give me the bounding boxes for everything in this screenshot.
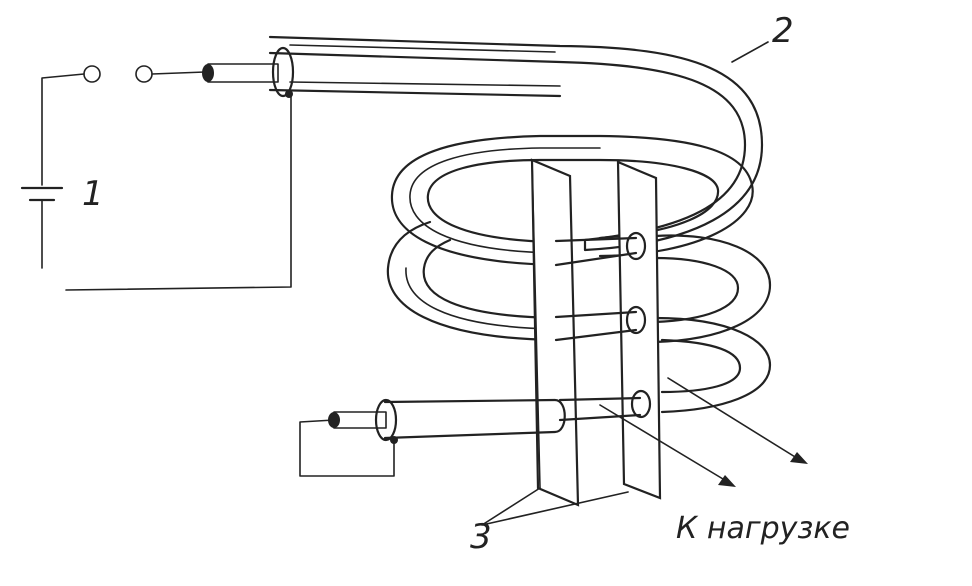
load-arrow-upper <box>790 452 808 464</box>
upper-tube-collar <box>271 46 295 98</box>
rod-middle <box>554 310 638 342</box>
wire-ground-return <box>65 93 292 291</box>
coil-turn-1-inner <box>426 158 720 244</box>
rod-lower-collar <box>630 389 652 419</box>
leader-label-3 <box>481 487 629 526</box>
coil-turn-2-right-outer <box>653 234 772 344</box>
battery-circuit <box>20 65 292 291</box>
label-tube-number: 2 <box>772 11 794 51</box>
upper-tube-inner-line-b <box>289 81 561 87</box>
coil-turn-1-mid <box>409 147 601 254</box>
coil-turn-2-outer <box>386 220 557 342</box>
rod-lower <box>558 396 642 422</box>
rod-upper <box>554 236 638 267</box>
plates <box>530 158 662 507</box>
connecting-rods <box>554 231 652 422</box>
label-to-load: К нагрузке <box>676 511 850 546</box>
upper-conductor-tip <box>202 64 214 82</box>
lower-tube-end <box>299 398 566 477</box>
lower-tube-collar <box>374 398 398 442</box>
plate-right <box>616 160 662 500</box>
load-leads <box>599 377 808 487</box>
wire-battery-top <box>41 73 85 186</box>
rod-upper-collar <box>625 231 647 261</box>
upper-tube-outer <box>268 88 562 98</box>
rod-middle-collar <box>625 305 647 335</box>
upper-tube-inner-line-a <box>289 44 556 53</box>
lower-inner-conductor <box>333 411 387 429</box>
coil <box>386 134 772 414</box>
upper-ground-clamp <box>285 90 293 98</box>
coil-turn-2-inner <box>422 238 557 320</box>
load-arrow-lower <box>718 475 736 487</box>
upper-tube-end <box>202 35 764 252</box>
leader-label-2 <box>731 41 769 63</box>
wire-terminal-to-tube <box>151 71 206 75</box>
label-battery-number: 1 <box>82 174 104 214</box>
upper-inner-conductor <box>207 63 279 83</box>
terminal-left <box>83 65 101 83</box>
leaders <box>481 41 769 526</box>
coil-turn-2-mid <box>405 267 556 330</box>
upper-tube-body <box>268 35 764 252</box>
terminal-right <box>135 65 153 83</box>
coil-turn-3-right-outer <box>653 316 772 414</box>
load-lead-upper <box>667 377 801 461</box>
coil-turn-1-outer <box>390 134 754 267</box>
coil-turn-2-right-inner <box>653 256 740 324</box>
lower-tube-body <box>383 398 566 440</box>
lower-ground-loop <box>299 419 395 477</box>
label-plates-number: 3 <box>470 517 492 557</box>
coil-turn-3-right-inner <box>660 338 742 394</box>
load-lead-lower <box>599 404 729 483</box>
